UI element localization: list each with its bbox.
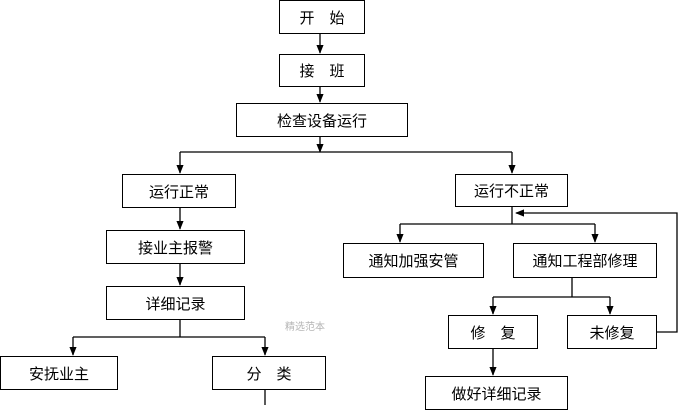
node-notify-security-label: 通知加强安管: [368, 252, 459, 270]
node-check-label: 检查设备运行: [276, 111, 367, 130]
node-abnormal-label: 运行不正常: [473, 182, 549, 200]
node-repair: 修 复: [448, 315, 538, 349]
node-running-abnormal: 运行不正常: [455, 174, 568, 207]
node-start-label: 开 始: [299, 8, 345, 27]
node-record-repair-label: 做好详细记录: [451, 384, 542, 403]
node-running-normal: 运行正常: [122, 174, 236, 208]
node-notify-engineering-label: 通知工程部修理: [532, 252, 638, 270]
node-owner-alarm-label: 接业主报警: [137, 238, 213, 257]
loop-back-line: [515, 209, 678, 333]
node-comfort-owner: 安抚业主: [0, 356, 118, 390]
node-handover: 接 班: [279, 54, 365, 87]
node-notify-engineering: 通知工程部修理: [513, 243, 657, 278]
node-classify-label: 分 类: [246, 364, 292, 383]
node-detail-record-label: 详细记录: [145, 294, 206, 313]
node-normal-label: 运行正常: [148, 182, 209, 201]
node-classify: 分 类: [212, 356, 326, 390]
node-detail-record: 详细记录: [106, 286, 245, 320]
node-record-repair: 做好详细记录: [425, 376, 568, 410]
node-not-repaired: 未修复: [567, 315, 657, 349]
node-check-equipment: 检查设备运行: [236, 103, 408, 137]
node-comfort-owner-label: 安抚业主: [28, 364, 89, 383]
node-repair-label: 修 复: [470, 323, 516, 342]
node-not-repaired-label: 未修复: [589, 323, 635, 342]
node-owner-alarm: 接业主报警: [106, 230, 245, 264]
node-notify-security: 通知加强安管: [343, 243, 484, 278]
watermark: 精选范本: [285, 322, 325, 333]
node-handover-label: 接 班: [299, 62, 345, 80]
node-start: 开 始: [279, 0, 365, 34]
